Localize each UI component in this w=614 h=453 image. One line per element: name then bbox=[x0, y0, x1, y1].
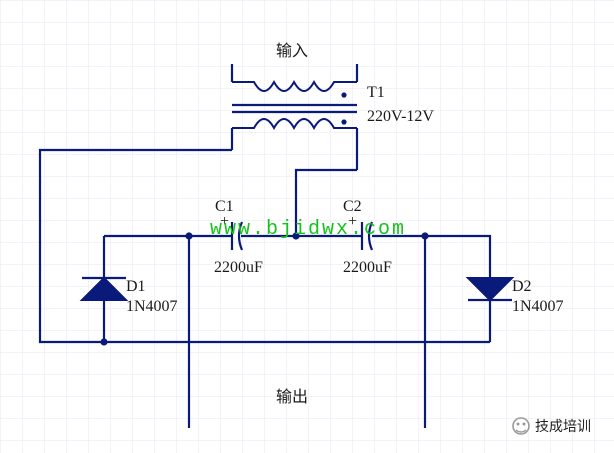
primary-coil bbox=[232, 79, 357, 92]
diode-d2 bbox=[465, 277, 515, 302]
brand-badge: 技成培训 bbox=[512, 417, 591, 435]
secondary-coil bbox=[232, 118, 357, 131]
wiring bbox=[38, 148, 492, 428]
transformer-ref-label: T1 bbox=[367, 84, 385, 101]
transformer-value-label: 220V-12V bbox=[367, 108, 434, 125]
output-label: 输出 bbox=[276, 387, 308, 406]
c1-ref-label: C1 bbox=[215, 198, 234, 215]
diode-d1 bbox=[79, 276, 129, 301]
input-label: 输入 bbox=[276, 41, 308, 60]
secondary-leads bbox=[230, 128, 359, 170]
wechat-official-account-icon bbox=[512, 417, 530, 435]
d1-ref-label: D1 bbox=[126, 278, 146, 295]
d2-value-label: 1N4007 bbox=[512, 298, 564, 315]
junction-dots bbox=[100, 232, 429, 346]
transformer-t1 bbox=[230, 64, 359, 170]
capacitor-c1 bbox=[230, 221, 244, 251]
c1-plus-label: + bbox=[220, 213, 229, 230]
brand-name: 技成培训 bbox=[535, 419, 591, 435]
polarity-dot-secondary bbox=[341, 119, 347, 125]
primary-leads bbox=[230, 64, 359, 82]
c2-plus-label: + bbox=[348, 213, 357, 230]
d2-ref-label: D2 bbox=[512, 278, 532, 295]
c2-value-label: 2200uF bbox=[343, 259, 392, 276]
c2-ref-label: C2 bbox=[343, 198, 362, 215]
watermark-text: www.bjidwx.com bbox=[210, 218, 406, 241]
c1-value-label: 2200uF bbox=[214, 259, 263, 276]
d1-value-label: 1N4007 bbox=[126, 298, 178, 315]
capacitor-c2 bbox=[360, 221, 374, 251]
polarity-dot-primary bbox=[341, 92, 347, 98]
transformer-core bbox=[232, 103, 357, 114]
